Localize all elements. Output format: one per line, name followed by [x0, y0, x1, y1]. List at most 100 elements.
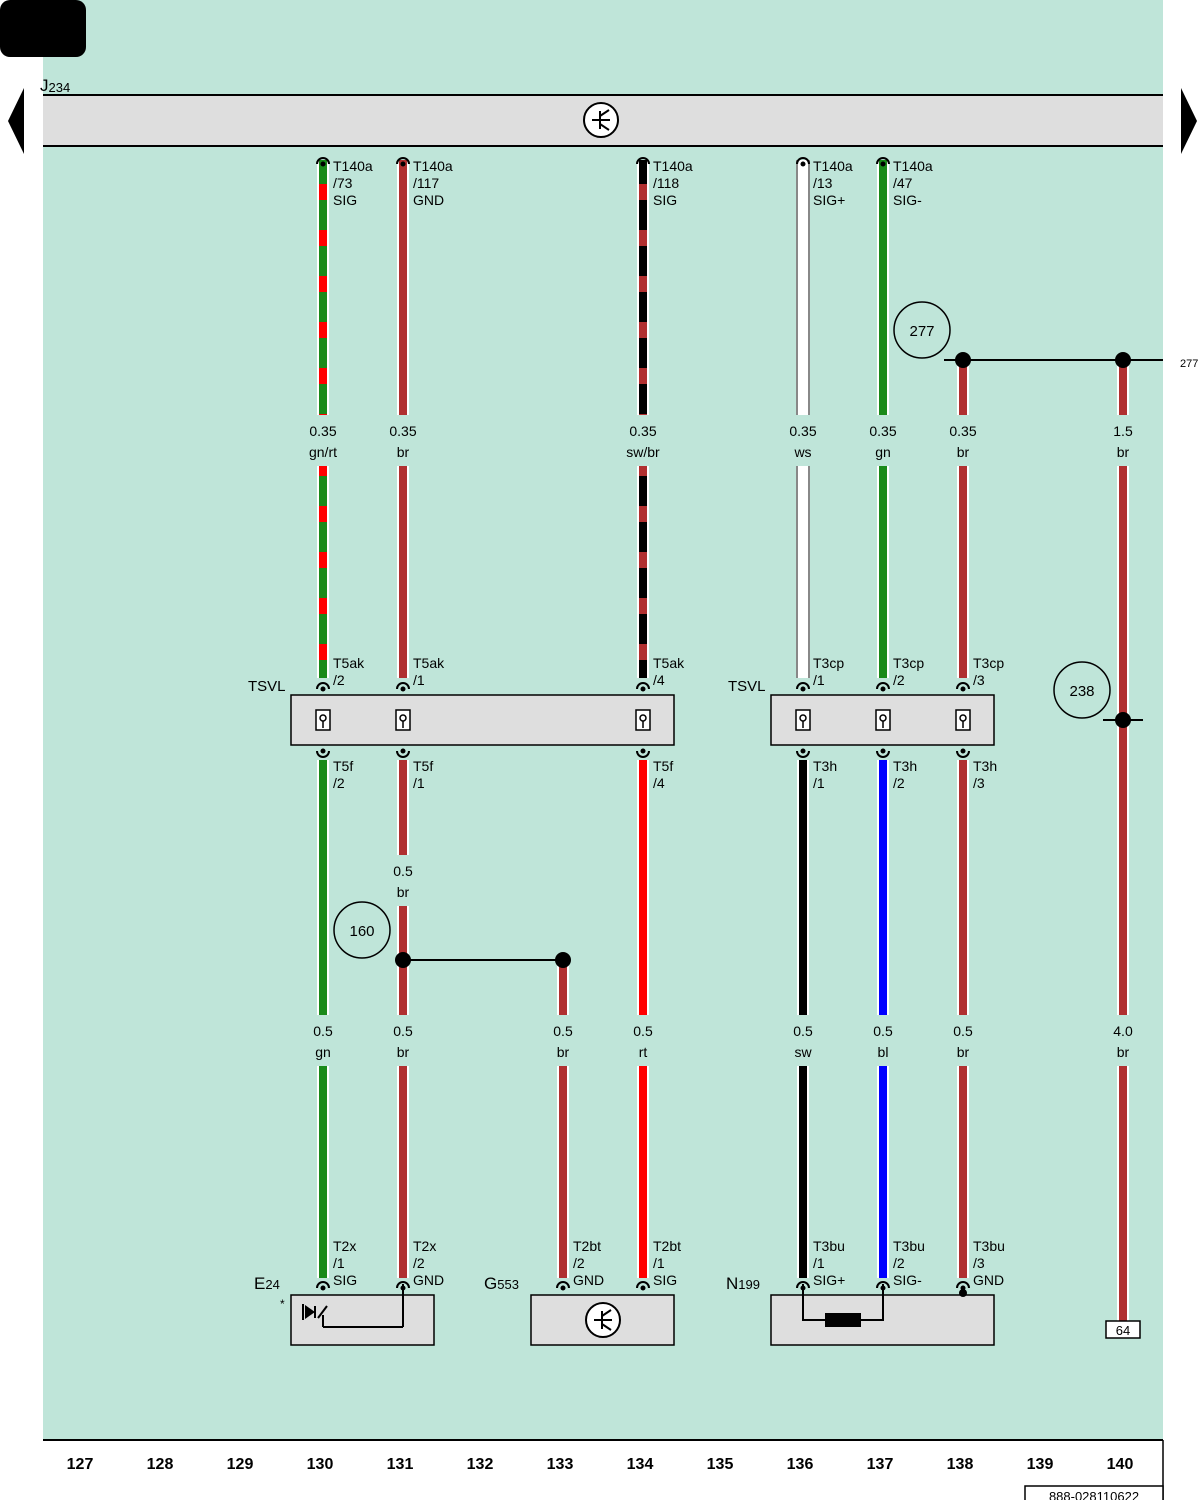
pin-connector-label: T140a [333, 158, 373, 174]
diagram-id: 888-028110622 [1049, 1489, 1139, 1500]
next-page-button[interactable] [1181, 88, 1197, 154]
wire-size-label: 1.5 [1113, 423, 1133, 439]
connector-pin-icon [956, 1281, 970, 1291]
pin-number-label: /2 [893, 1255, 905, 1271]
pin-connector-label: T2bt [653, 1238, 681, 1254]
connector-pin-icon [396, 748, 410, 758]
wire-color-label: gn [875, 444, 891, 460]
pin-signal-label: SIG [653, 1272, 677, 1288]
component-label-j234: J234 [40, 76, 70, 95]
pin-signal-label: SIG- [893, 192, 922, 208]
grid-number: 135 [707, 1456, 734, 1473]
wire-w134 [637, 160, 649, 1278]
connector-pin-icon [316, 682, 330, 692]
pin-number-label: /4 [653, 672, 665, 688]
pin-connector-label: T140a [653, 158, 693, 174]
pin-number-label: /47 [893, 175, 913, 191]
wire-size-label: 0.35 [869, 423, 896, 439]
connector-pin-icon [556, 1281, 570, 1291]
wire-color-label: gn [315, 1044, 331, 1060]
wire-size-label: 0.5 [313, 1023, 333, 1039]
wire-color-label: br [397, 884, 410, 900]
pin-connector-label: T3cp [973, 655, 1004, 671]
pin-signal-label: SIG+ [813, 192, 845, 208]
grid-number: 128 [147, 1456, 174, 1473]
wire-size-label: 4.0 [1113, 1023, 1133, 1039]
pin-connector-label: T3h [813, 758, 837, 774]
connector-pin-icon [396, 157, 410, 167]
pin-connector-label: T3bu [813, 1238, 845, 1254]
connector-pin-icon [316, 1281, 330, 1291]
pin-connector-label: T5ak [413, 655, 445, 671]
grid-number: 136 [787, 1456, 814, 1473]
pin-connector-label: T3cp [893, 655, 924, 671]
connector-pin-icon [396, 1281, 410, 1291]
tsvl-label-right: TSVL [728, 678, 766, 695]
pin-signal-label: SIG [333, 192, 357, 208]
triangle-right-icon [1181, 88, 1197, 154]
inline-connector-icon [635, 709, 651, 731]
pin-number-label: /3 [973, 672, 985, 688]
pin-number-label: /117 [413, 175, 439, 191]
pin-number-label: /73 [333, 175, 353, 191]
pin-signal-label: GND [413, 1272, 444, 1288]
wire-size-label: 0.35 [949, 423, 976, 439]
pin-connector-label: T3bu [893, 1238, 925, 1254]
pin-number-label: /2 [413, 1255, 425, 1271]
connector-pin-icon [636, 1281, 650, 1291]
pin-number-label: /1 [413, 775, 425, 791]
connector-pin-icon [396, 682, 410, 692]
connector-pin-icon [796, 748, 810, 758]
pin-number-label: /2 [333, 672, 345, 688]
separation-point-277: 277 [893, 301, 951, 359]
separation-point-238: 238 [1053, 661, 1111, 719]
pin-number-label: /13 [813, 175, 833, 191]
pin-number-label: /3 [973, 1255, 985, 1271]
wire-color-label: br [957, 1044, 970, 1060]
pin-number-label: /2 [893, 672, 905, 688]
grid-number: 134 [627, 1456, 654, 1473]
pin-number-label: /1 [813, 775, 825, 791]
grid-number: 133 [547, 1456, 574, 1473]
pin-connector-label: T2x [413, 1238, 436, 1254]
component-label-n199: N199 [726, 1274, 760, 1293]
prev-page-button[interactable] [8, 88, 24, 154]
wire-size-label: 0.5 [553, 1023, 573, 1039]
ground-ref-label: 64 [1116, 1323, 1130, 1338]
pin-signal-label: GND [573, 1272, 604, 1288]
component-e24 [290, 1294, 435, 1346]
pin-connector-label: T3h [973, 758, 997, 774]
wire-size-label: 0.35 [629, 423, 656, 439]
wire-color-label: br [397, 444, 410, 460]
pin-connector-label: T2x [333, 1238, 356, 1254]
wire-w136 [796, 160, 810, 1278]
inline-connector-icon [795, 709, 811, 731]
component-note-e24: * [280, 1297, 285, 1311]
connector-pin-icon [796, 1281, 810, 1291]
pin-number-label: /1 [813, 1255, 825, 1271]
triangle-left-icon [8, 88, 24, 154]
grid-number: 127 [67, 1456, 94, 1473]
grid-number: 139 [1027, 1456, 1054, 1473]
wire-color-label: rt [639, 1044, 648, 1060]
junction-dot [959, 1289, 967, 1297]
wire-w138 [957, 360, 969, 1278]
pin-connector-label: T3bu [973, 1238, 1005, 1254]
separation-point-160: 160 [333, 901, 391, 959]
wire-size-label: 0.35 [309, 423, 336, 439]
wire-color-label: br [1117, 444, 1130, 460]
wire-color-label: sw [794, 1044, 812, 1060]
pin-number-label: /2 [573, 1255, 585, 1271]
pin-signal-label: SIG [333, 1272, 357, 1288]
grid-number: 138 [947, 1456, 974, 1473]
solenoid-icon [802, 1284, 884, 1327]
inline-connector-icon [955, 709, 971, 731]
connector-pin-icon [316, 157, 330, 167]
wire-color-label: sw/br [626, 444, 660, 460]
wire-size-label: 0.35 [789, 423, 816, 439]
connector-pin-icon [636, 682, 650, 692]
pin-number-label: /1 [333, 1255, 345, 1271]
connector-pin-icon [316, 748, 330, 758]
pin-signal-label: GND [413, 192, 444, 208]
